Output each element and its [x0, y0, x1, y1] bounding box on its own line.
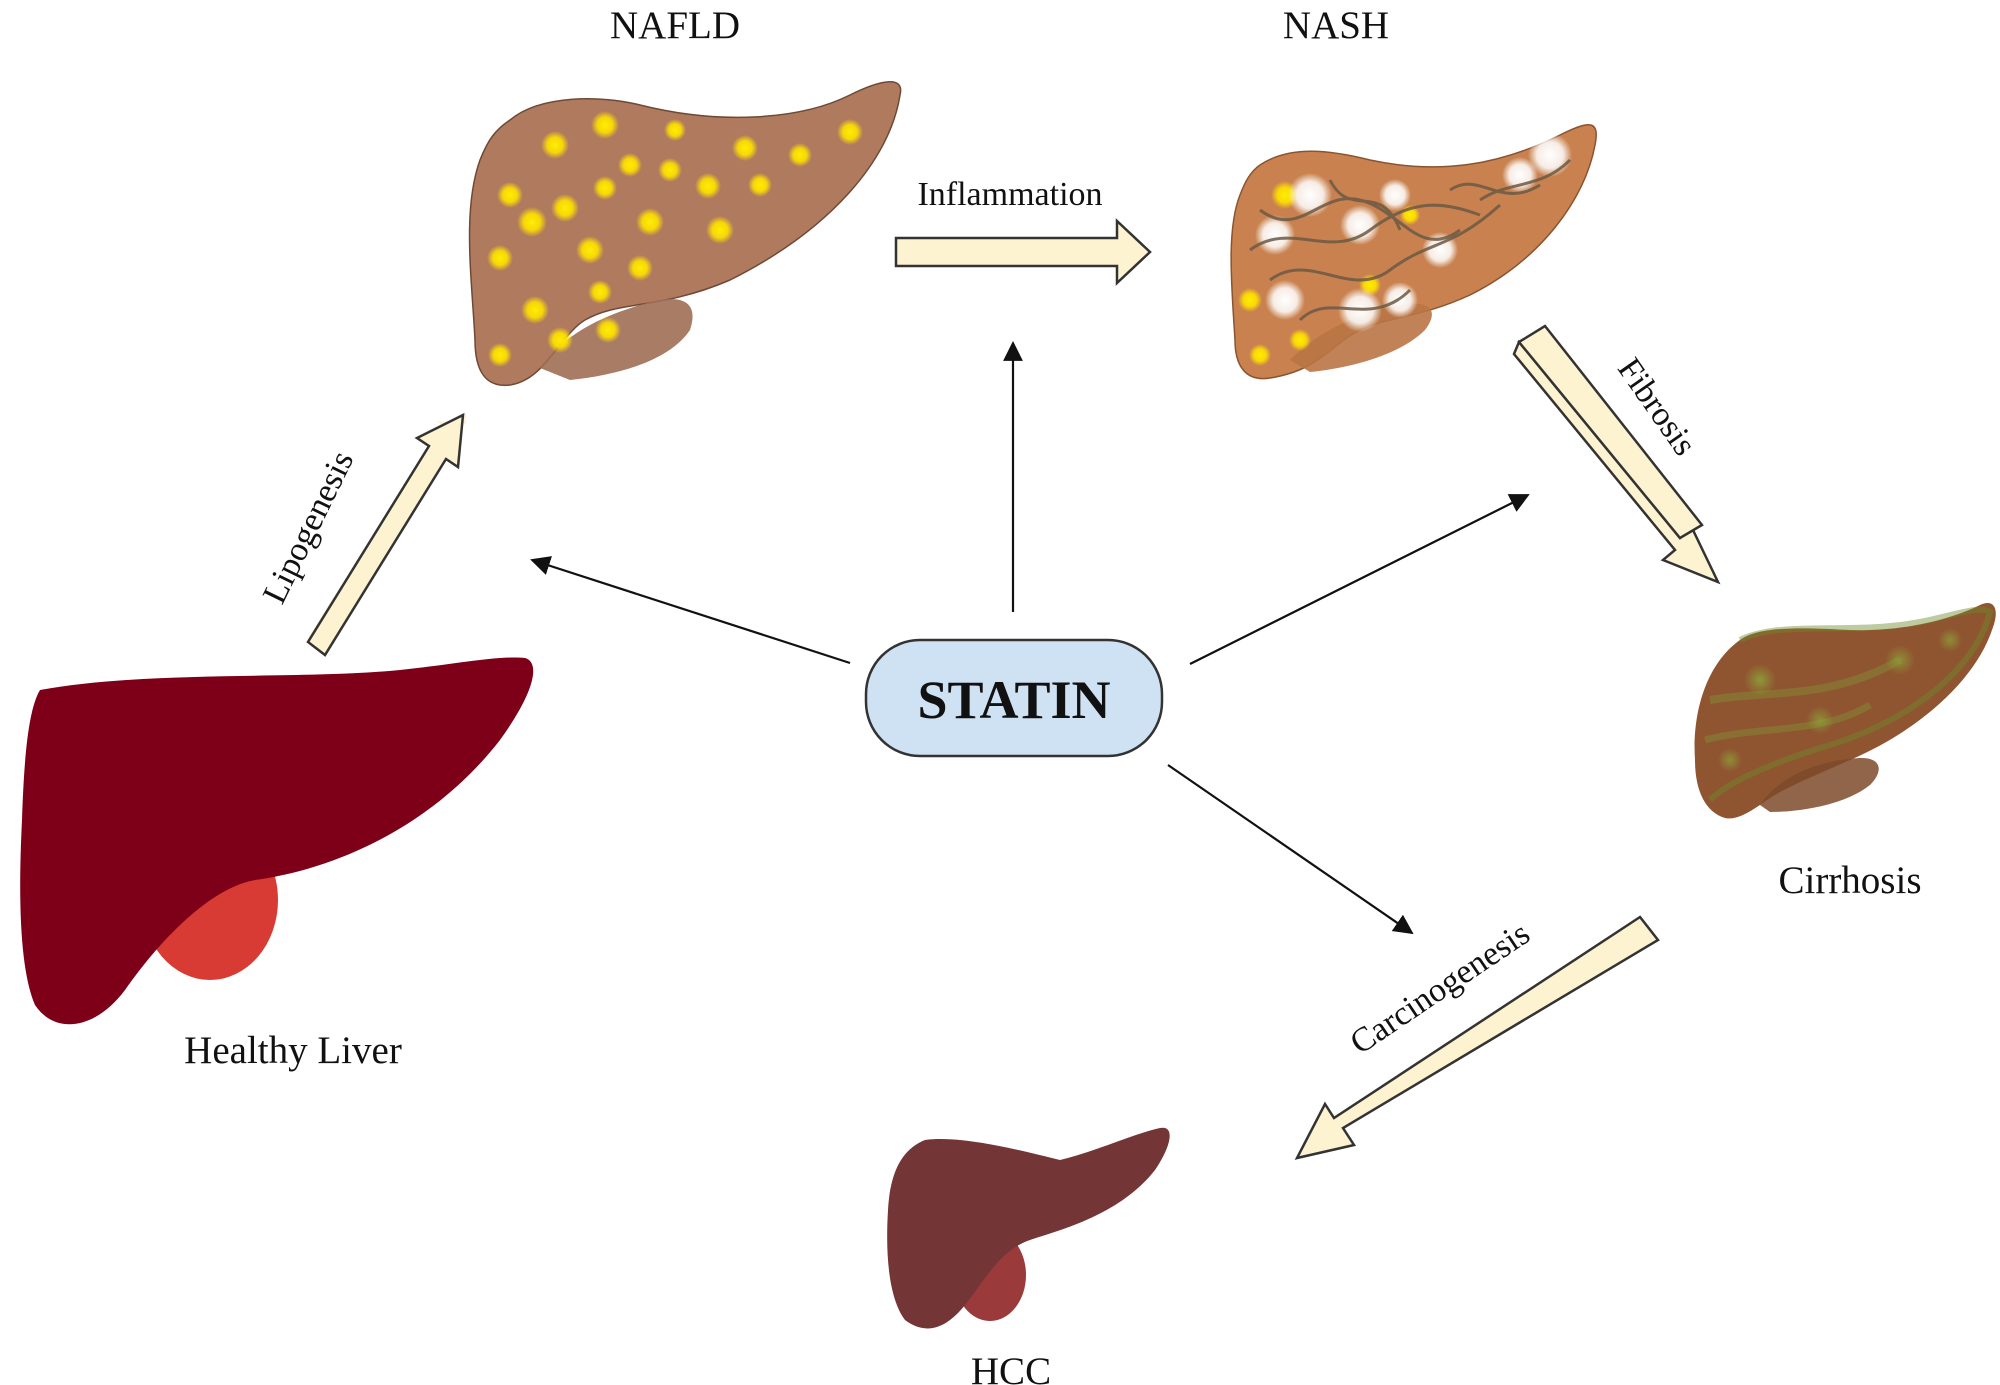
statin-to-nafld-arrow [530, 556, 851, 665]
hcc-label: HCC [971, 1350, 1051, 1385]
statin-label: STATIN [917, 670, 1110, 730]
fat-droplets [487, 111, 863, 367]
healthy-liver-icon [20, 657, 534, 1025]
nash-label: NASH [1283, 4, 1389, 47]
cirrhosis-liver-icon [1694, 602, 1996, 819]
carcinogenesis-arrow [1294, 915, 1660, 1160]
healthy-liver-label: Healthy Liver [184, 1029, 402, 1072]
inflammation-label: Inflammation [917, 176, 1102, 213]
cirrhosis-label: Cirrhosis [1778, 859, 1921, 902]
nash-liver-icon [1230, 124, 1597, 380]
nafld-liver-icon [468, 81, 902, 386]
carcinogenesis-label: Carcinogenesis [1344, 915, 1537, 1062]
nafld-label: NAFLD [610, 4, 740, 47]
lipogenesis-arrow [306, 412, 466, 657]
fibrosis-arrow [1512, 324, 1721, 585]
statin-to-fibrosis-arrow [1189, 494, 1530, 665]
fibrotic-strands [1249, 158, 1572, 322]
hcc-liver-icon [887, 1127, 1170, 1329]
inflammation-arrow [894, 218, 1152, 286]
statin-effect-arrows [530, 341, 1530, 935]
statin-to-carcinogenesis-arrow [1167, 764, 1414, 935]
statin-node: STATIN [864, 638, 1164, 758]
